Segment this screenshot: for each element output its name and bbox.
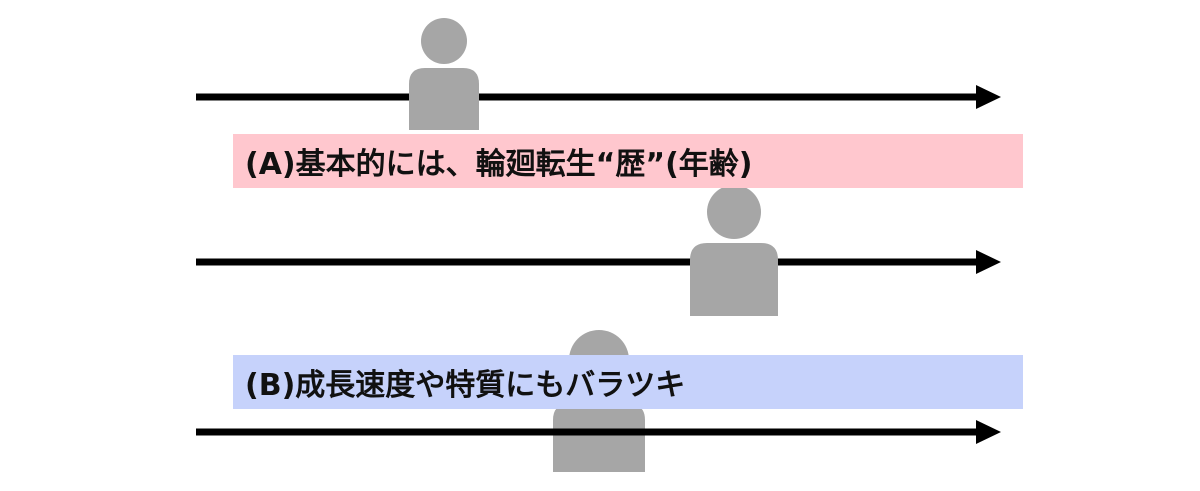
timeline-arrow-1-head: [976, 85, 1001, 109]
label-banner-b: (B)成長速度や特質にもバラツキ: [233, 355, 1023, 409]
timeline-arrow-3-head: [976, 420, 1001, 444]
timeline-1: [196, 85, 1001, 109]
label-b-text: (B)成長速度や特質にもバラツキ: [245, 368, 686, 403]
person-icon-2: [690, 185, 778, 316]
timeline-arrow-2-head: [976, 250, 1001, 274]
label-banner-a: (A)基本的には、輪廻転生“歴”(年齢): [233, 134, 1023, 188]
person-icon-1: [409, 18, 479, 130]
timeline-2: [196, 250, 1001, 274]
timeline-3: [196, 420, 1001, 444]
label-a-text: (A)基本的には、輪廻転生“歴”(年齢): [245, 147, 753, 182]
